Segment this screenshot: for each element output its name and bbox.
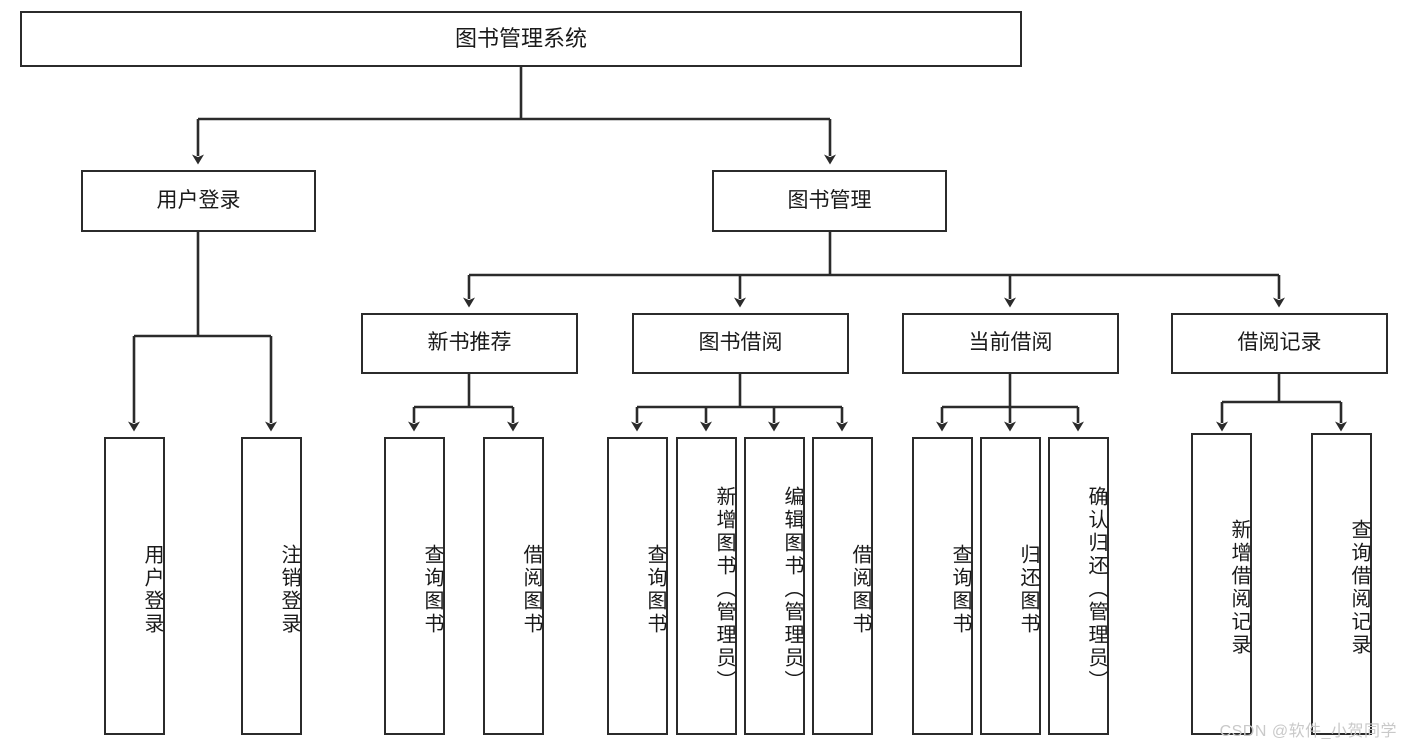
leaf-add-record[interactable]: 新增借阅记录: [1191, 433, 1252, 735]
leaf-confirm-return[interactable]: 确认归还（管理员）: [1048, 437, 1109, 735]
leaf-borrow-book-2[interactable]: 借阅图书: [812, 437, 873, 735]
leaf-edit-book[interactable]: 编辑图书（管理员）: [744, 437, 805, 735]
leaf-query-book-2[interactable]: 查询图书: [607, 437, 668, 735]
node-user-login[interactable]: 用户登录: [81, 170, 316, 232]
node-current-borrow[interactable]: 当前借阅: [902, 313, 1119, 374]
leaf-return-book[interactable]: 归还图书: [980, 437, 1041, 735]
node-book-borrow[interactable]: 图书借阅: [632, 313, 849, 374]
leaf-query-book-1[interactable]: 查询图书: [384, 437, 445, 735]
node-borrow-record[interactable]: 借阅记录: [1171, 313, 1388, 374]
node-new-book-recommend[interactable]: 新书推荐: [361, 313, 578, 374]
csdn-watermark: CSDN @软件_小贺同学: [1219, 723, 1397, 740]
leaf-query-record[interactable]: 查询借阅记录: [1311, 433, 1372, 735]
leaf-add-book[interactable]: 新增图书（管理员）: [676, 437, 737, 735]
leaf-query-book-3[interactable]: 查询图书: [912, 437, 973, 735]
node-book-management[interactable]: 图书管理: [712, 170, 947, 232]
node-root-system[interactable]: 图书管理系统: [20, 11, 1022, 67]
leaf-user-logout[interactable]: 注销登录: [241, 437, 302, 735]
leaf-borrow-book-1[interactable]: 借阅图书: [483, 437, 544, 735]
leaf-user-login[interactable]: 用户登录: [104, 437, 165, 735]
